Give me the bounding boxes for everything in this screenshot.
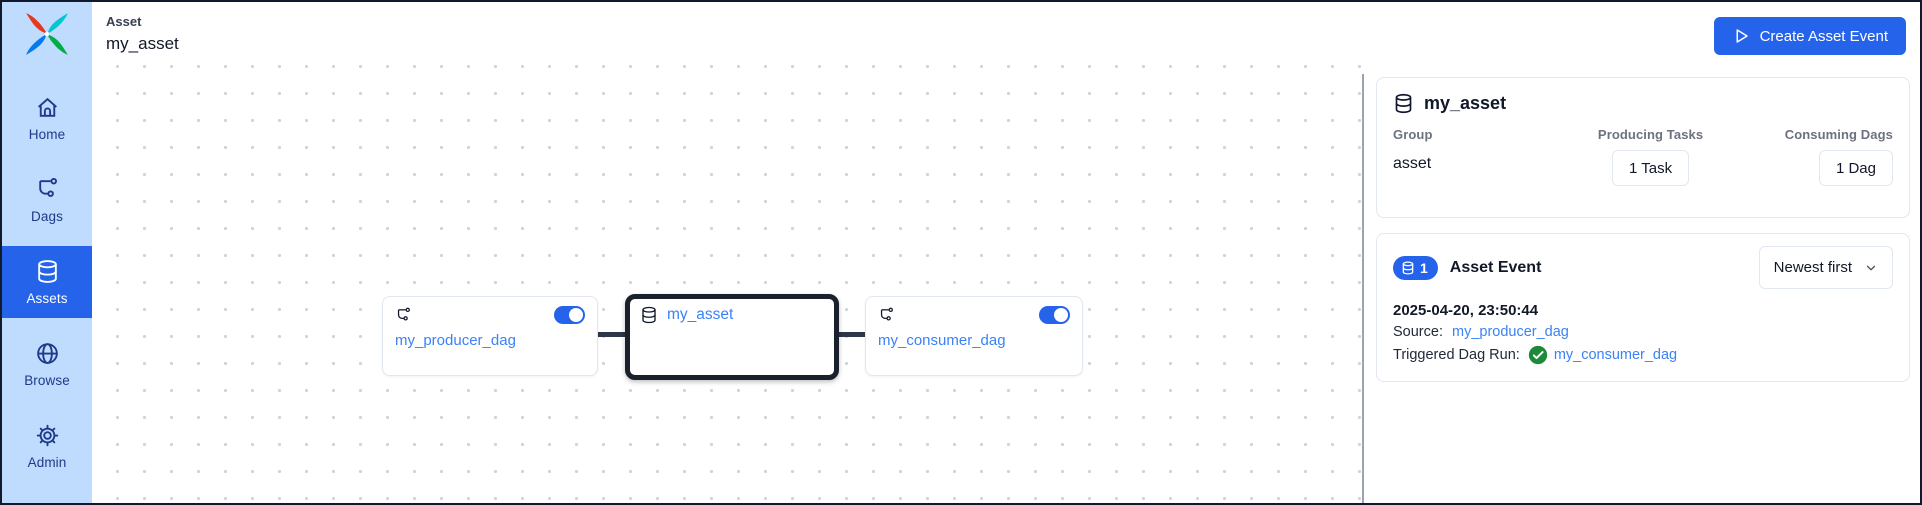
consuming-dags-button[interactable]: 1 Dag [1818,150,1893,186]
event-source-link[interactable]: my_producer_dag [1451,324,1569,340]
node-label-link[interactable]: my_consumer_dag [878,332,1006,349]
main-area: Asset my_asset Create Asset Event [92,2,1920,503]
event-count: 1 [1420,259,1428,276]
asset-events-header: 1 Asset Event Newest first [1393,246,1893,289]
database-icon [37,260,57,283]
sidebar-item-label: Assets [26,291,68,306]
graph-node-my-producer-dag[interactable]: my_producer_dag [382,296,598,376]
dag-icon [880,307,893,321]
page-header: Asset my_asset Create Asset Event [92,2,1920,64]
event-sort-value: Newest first [1773,259,1852,276]
consuming-dags-column: Consuming Dags 1 Dag [1741,127,1893,186]
node-header [395,306,585,324]
event-triggered-row: Triggered Dag Run: my_consumer_dag [1393,345,1893,365]
asset-summary-card: my_asset Group asset Producing Tasks 1 T… [1376,77,1910,218]
graph-node-my-consumer-dag[interactable]: my_consumer_dag [865,296,1083,376]
graph-node-my-asset[interactable]: my_asset [625,294,839,380]
event-timestamp: 2025-04-20, 23:50:44 [1393,302,1539,319]
page-heading: Asset my_asset [106,14,179,54]
group-value: asset [1393,155,1432,172]
producing-tasks-label: Producing Tasks [1597,127,1704,142]
database-icon [1395,93,1412,114]
event-count-badge: 1 [1393,255,1438,280]
database-icon [1402,261,1414,274]
asset-events-card: 1 Asset Event Newest first 2025-04-20, 2… [1376,233,1910,382]
graph-canvas[interactable]: my_producer_dag my_asset [92,64,1362,503]
success-check-icon [1528,345,1548,365]
asset-meta-row: Group asset Producing Tasks 1 Task Consu… [1393,127,1893,186]
node-header: my_asset [640,306,824,324]
create-asset-event-button[interactable]: Create Asset Event [1713,17,1906,55]
asset-card-title: my_asset [1424,93,1507,113]
create-asset-event-label: Create Asset Event [1759,27,1888,45]
event-source-label: Source: [1393,324,1443,340]
sidebar-item-label: Browse [24,373,70,388]
breadcrumb: Asset [106,14,142,29]
asset-event-item: 2025-04-20, 23:50:44 Source: my_producer… [1393,302,1893,365]
node-label-link[interactable]: my_asset [667,306,734,323]
gear-icon [36,424,58,447]
panel-resize-handle[interactable] [1362,74,1364,503]
event-source-row: Source: my_producer_dag [1393,324,1893,340]
group-label: Group [1393,127,1433,142]
sidebar-item-admin[interactable]: Admin [2,410,92,482]
sidebar-item-label: Admin [27,455,67,470]
asset-card-title-row: my_asset [1393,93,1893,114]
toggle-knob [569,308,583,322]
edge-producer-to-asset [597,332,627,337]
node-header [878,306,1070,324]
home-icon [37,97,57,117]
asset-details-panel: my_asset Group asset Producing Tasks 1 T… [1364,64,1920,503]
dag-icon [397,307,410,321]
event-sort-dropdown[interactable]: Newest first [1758,246,1893,289]
play-icon [1736,29,1748,43]
sidebar-item-label: Dags [31,209,63,224]
producing-tasks-button[interactable]: 1 Task [1612,150,1690,186]
airflow-pinwheel-icon [26,13,68,55]
chevron-down-icon [1866,265,1876,270]
edge-asset-to-consumer [837,332,867,337]
dag-icon [38,177,57,197]
dag-pause-toggle[interactable] [1039,306,1070,324]
node-label-link[interactable]: my_producer_dag [395,332,516,349]
database-icon [642,306,656,324]
sidebar-item-home[interactable]: Home [2,82,92,154]
sidebar-item-browse[interactable]: Browse [2,328,92,400]
event-triggered-link[interactable]: my_consumer_dag [1553,347,1678,363]
asset-events-title: Asset Event [1449,258,1542,276]
airflow-logo[interactable] [21,8,73,60]
producing-tasks-column: Producing Tasks 1 Task [1560,127,1742,186]
sidebar-nav: Home Dags Assets [2,72,92,482]
group-column: Group asset [1393,127,1560,186]
event-triggered-label: Triggered Dag Run: [1393,347,1520,363]
page-title: my_asset [106,34,179,53]
sidebar-item-dags[interactable]: Dags [2,164,92,236]
sidebar-item-label: Home [28,127,66,142]
content-row: my_producer_dag my_asset [92,64,1920,503]
sidebar: Home Dags Assets [2,2,92,503]
consuming-dags-label: Consuming Dags [1784,127,1893,142]
sidebar-item-assets[interactable]: Assets [2,246,92,318]
dag-pause-toggle[interactable] [554,306,585,324]
toggle-knob [1054,308,1068,322]
globe-icon [36,343,58,364]
